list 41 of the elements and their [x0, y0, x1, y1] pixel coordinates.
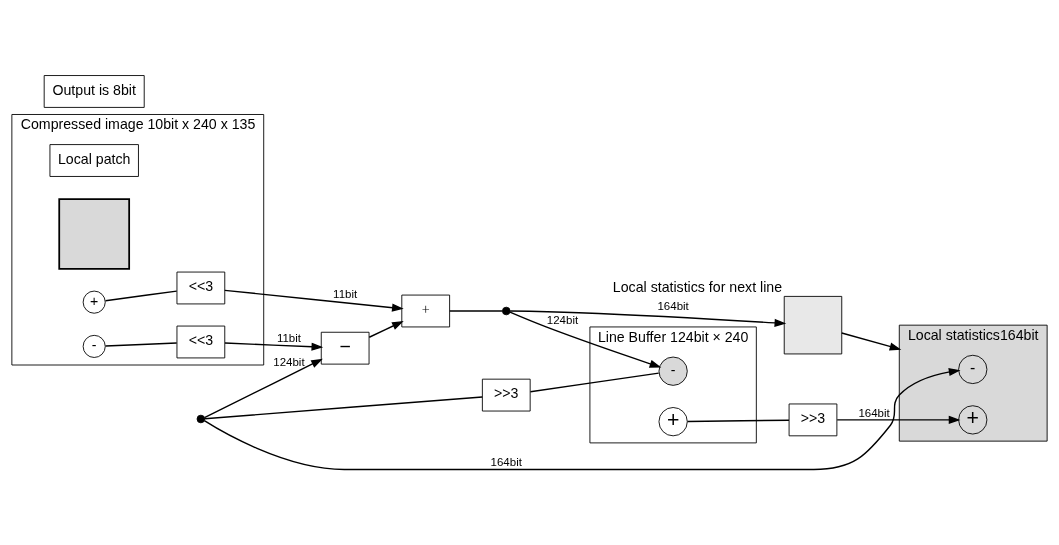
node-label: Local statistics for next line: [612, 278, 783, 295]
node-circle: +: [658, 407, 688, 437]
arrow: [224, 342, 324, 351]
node-box: <<3: [176, 271, 226, 305]
node-circle: -: [658, 356, 688, 386]
edge-label: 164bit: [858, 406, 890, 419]
node-box: >>3: [481, 378, 531, 412]
node-box: [58, 198, 131, 270]
arrow: [368, 320, 404, 338]
edge-label: 124bit: [273, 356, 305, 369]
connector: [529, 372, 660, 393]
connector: [104, 342, 178, 347]
connector: [104, 290, 178, 302]
arrow: [841, 332, 902, 351]
node-box: Local patch: [49, 144, 139, 177]
arrow: [224, 289, 404, 312]
edge-label: 11bit: [333, 288, 358, 301]
arrow: [203, 367, 961, 471]
node-circle: -: [82, 334, 106, 358]
node-circle: +: [958, 405, 988, 435]
node-box: <<3: [176, 325, 226, 359]
node-circle: [196, 414, 206, 424]
arrow: [509, 311, 662, 368]
node-circle: -: [958, 354, 988, 385]
node-box: −: [320, 331, 370, 365]
edge-label: 11bit: [276, 332, 301, 345]
node-box: Output is 8bit: [43, 75, 145, 108]
node-box: [783, 295, 843, 355]
node-box: >>3: [788, 403, 838, 437]
node-circle: +: [82, 290, 106, 314]
connector: [449, 310, 503, 312]
node-circle: [502, 306, 511, 316]
edge-label: 164bit: [490, 456, 522, 469]
edge-label: 124bit: [546, 313, 579, 326]
connector: [686, 419, 790, 423]
arrow: [836, 415, 961, 424]
node-box: +: [401, 294, 451, 328]
arrow: [509, 310, 787, 327]
edge-label: 164bit: [657, 300, 689, 313]
connector: [204, 396, 483, 420]
arrow: [203, 358, 323, 419]
